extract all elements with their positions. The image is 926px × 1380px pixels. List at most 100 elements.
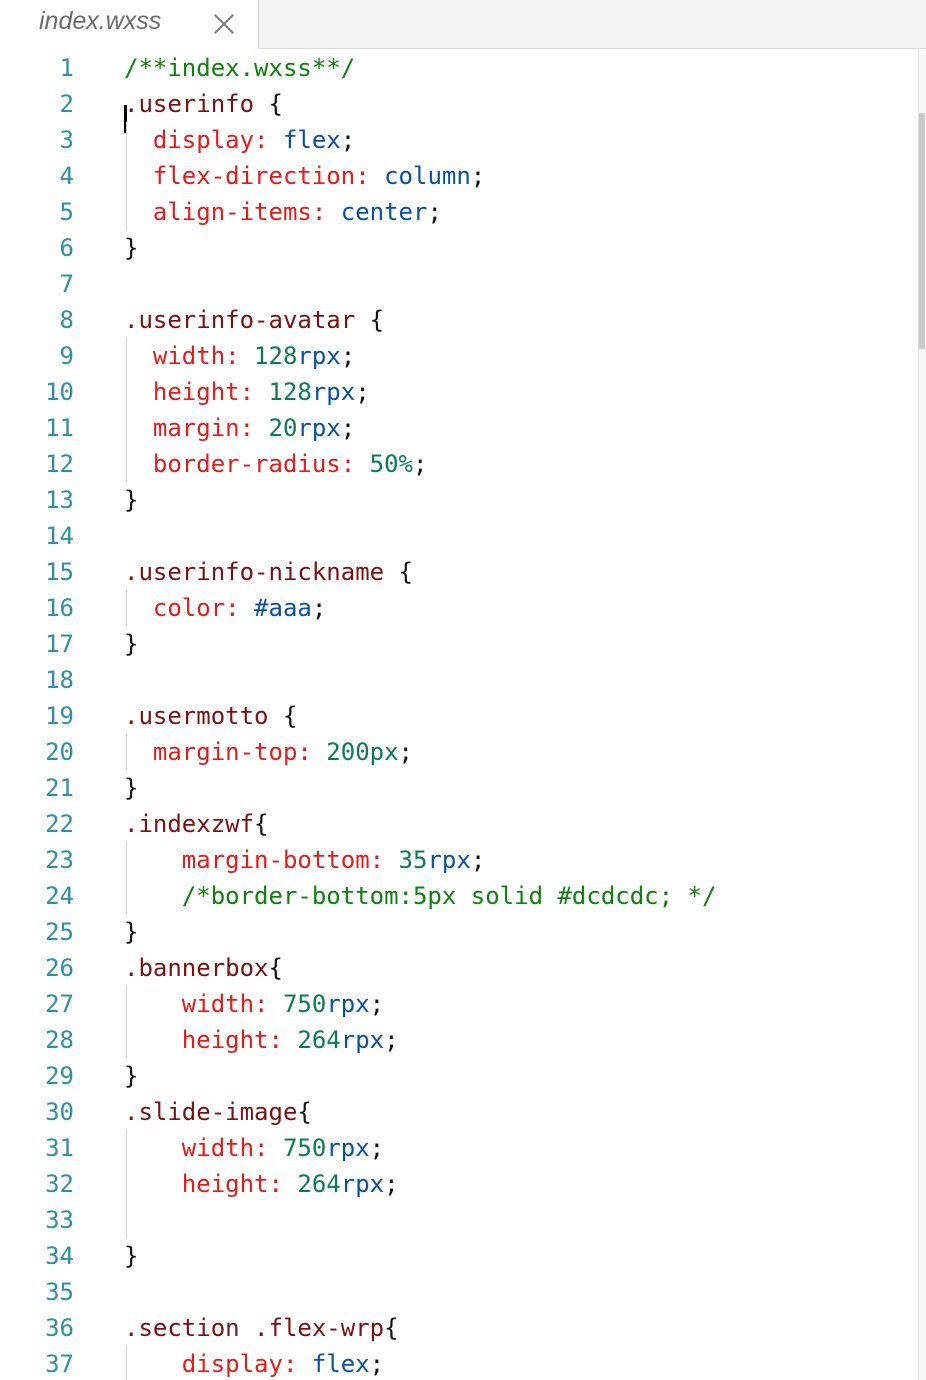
code-text: height: 264rpx; xyxy=(124,1166,399,1202)
code-text: margin-top: 200px; xyxy=(124,734,413,770)
code-line[interactable]: 32 height: 264rpx; xyxy=(0,1166,918,1202)
code-token: } xyxy=(124,1242,139,1270)
code-text: margin-bottom: 35rpx; xyxy=(124,842,485,878)
code-token: border-radius: xyxy=(124,450,370,478)
tab-index-wxss[interactable]: index.wxss xyxy=(0,0,259,49)
code-token: } xyxy=(124,774,139,802)
line-number: 11 xyxy=(45,414,74,442)
code-text: } xyxy=(124,1058,138,1094)
indent-guide xyxy=(126,986,127,1058)
code-token: .userinfo-avatar xyxy=(124,306,370,334)
code-line[interactable]: 27 width: 750rpx; xyxy=(0,986,918,1022)
code-line[interactable]: 17} xyxy=(0,626,918,662)
code-line[interactable]: 16 color: #aaa; xyxy=(0,590,918,626)
code-token: ; xyxy=(398,738,413,766)
code-token: ; xyxy=(340,414,356,442)
code-line[interactable]: 34} xyxy=(0,1238,918,1274)
code-line[interactable]: 30.slide-image{ xyxy=(0,1094,918,1130)
code-line[interactable]: 22.indexzwf{ xyxy=(0,806,918,842)
code-line[interactable]: 28 height: 264rpx; xyxy=(0,1022,918,1058)
code-line[interactable]: 20 margin-top: 200px; xyxy=(0,734,918,770)
code-token: rpx xyxy=(340,1170,385,1198)
code-token: display: xyxy=(124,1350,312,1378)
line-number: 18 xyxy=(45,666,74,694)
code-token: .section .flex-wrp xyxy=(124,1314,385,1342)
code-text: .userinfo-nickname { xyxy=(124,554,413,590)
line-number: 25 xyxy=(45,918,74,946)
line-number: 22 xyxy=(45,810,74,838)
code-line[interactable]: 11 margin: 20rpx; xyxy=(0,410,918,446)
code-token: ; xyxy=(427,198,442,226)
code-token: flex xyxy=(311,1350,370,1378)
line-number: 13 xyxy=(45,486,74,514)
code-token: .slide-image xyxy=(124,1098,298,1126)
code-token: margin: xyxy=(124,414,269,442)
scrollbar-thumb[interactable] xyxy=(919,113,925,349)
code-line[interactable]: 8.userinfo-avatar { xyxy=(0,302,918,338)
code-token: { xyxy=(268,90,283,118)
code-line[interactable]: 35 xyxy=(0,1274,918,1310)
code-line[interactable]: 5 align-items: center; xyxy=(0,194,918,230)
code-token: 264 xyxy=(297,1170,341,1198)
code-line[interactable]: 14 xyxy=(0,518,918,554)
line-number: 28 xyxy=(45,1026,74,1054)
code-line[interactable]: 9 width: 128rpx; xyxy=(0,338,918,374)
code-line[interactable]: 36.section .flex-wrp{ xyxy=(0,1310,918,1346)
code-token: } xyxy=(124,630,139,658)
code-token: column xyxy=(384,162,471,190)
code-line[interactable]: 19.usermotto { xyxy=(0,698,918,734)
code-line[interactable]: 23 margin-bottom: 35rpx; xyxy=(0,842,918,878)
line-number: 34 xyxy=(45,1242,74,1270)
code-line[interactable]: 10 height: 128rpx; xyxy=(0,374,918,410)
vertical-scrollbar[interactable] xyxy=(918,49,926,1380)
code-text: } xyxy=(124,626,138,662)
code-line[interactable]: 15.userinfo-nickname { xyxy=(0,554,918,590)
code-token: 750 xyxy=(282,990,327,1018)
code-token: rpx xyxy=(297,342,341,370)
line-number: 9 xyxy=(59,342,74,370)
code-token: ; xyxy=(369,1350,385,1378)
line-number: 1 xyxy=(59,54,74,82)
code-token: flex xyxy=(282,126,341,154)
code-token: rpx xyxy=(326,1134,370,1162)
code-token: { xyxy=(268,954,283,982)
code-line[interactable]: 1/**index.wxss**/ xyxy=(0,50,918,86)
code-line[interactable]: 4 flex-direction: column; xyxy=(0,158,918,194)
code-line[interactable]: 18 xyxy=(0,662,918,698)
code-line[interactable]: 29} xyxy=(0,1058,918,1094)
code-line[interactable]: 24 /*border-bottom:5px solid #dcdcdc; */ xyxy=(0,878,918,914)
code-line[interactable]: 12 border-radius: 50%; xyxy=(0,446,918,482)
code-line[interactable]: 33 xyxy=(0,1202,918,1238)
code-token: } xyxy=(124,1062,139,1090)
code-token: 200px xyxy=(326,738,399,766)
code-line[interactable]: 26.bannerbox{ xyxy=(0,950,918,986)
code-line[interactable]: 6} xyxy=(0,230,918,266)
code-text: border-radius: 50%; xyxy=(124,446,428,482)
code-token: { xyxy=(282,702,298,730)
line-number: 37 xyxy=(45,1350,74,1378)
code-text: } xyxy=(124,770,138,806)
line-number: 20 xyxy=(45,738,74,766)
code-line[interactable]: 7 xyxy=(0,266,918,302)
code-token: ; xyxy=(369,990,385,1018)
code-token: 35 xyxy=(398,846,428,874)
code-token: ; xyxy=(311,594,327,622)
line-number: 2 xyxy=(59,90,74,118)
code-token: color: xyxy=(124,594,255,622)
line-number: 27 xyxy=(45,990,74,1018)
code-line[interactable]: 31 width: 750rpx; xyxy=(0,1130,918,1166)
code-line[interactable]: 2.userinfo { xyxy=(0,86,918,122)
code-text: height: 128rpx; xyxy=(124,374,370,410)
code-token: 264 xyxy=(297,1026,341,1054)
code-line[interactable]: 37 display: flex; xyxy=(0,1346,918,1380)
code-line[interactable]: 3 display: flex; xyxy=(0,122,918,158)
line-number: 23 xyxy=(45,846,74,874)
code-line[interactable]: 13} xyxy=(0,482,918,518)
code-line[interactable]: 25} xyxy=(0,914,918,950)
code-line[interactable]: 21} xyxy=(0,770,918,806)
code-editor[interactable]: 1/**index.wxss**/2.userinfo {3 display: … xyxy=(0,49,926,1380)
code-token: rpx xyxy=(340,1026,385,1054)
code-token: rpx xyxy=(297,414,341,442)
code-token: { xyxy=(384,1314,399,1342)
close-icon[interactable] xyxy=(213,13,235,35)
